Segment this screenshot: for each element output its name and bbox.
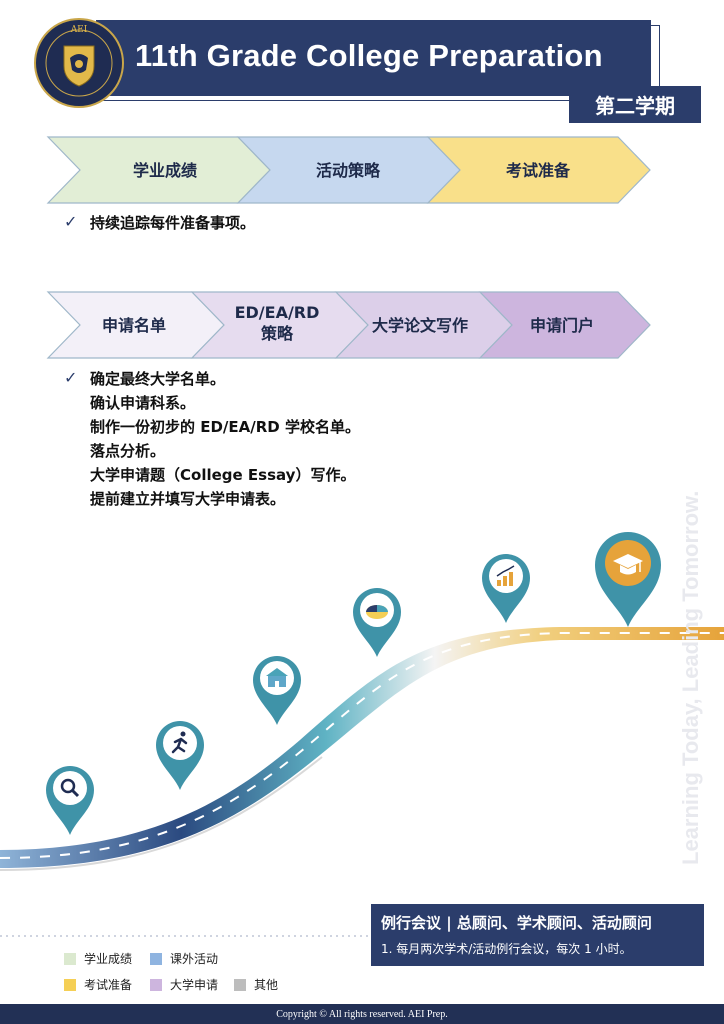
pin-pie-chart [353, 588, 401, 657]
meeting-note: 1. 每月两次学术/活动例行会议，每次 1 小时。 [381, 942, 632, 956]
step-label-portal: 申请门户 [529, 316, 594, 335]
legend-label: 大学申请 [170, 978, 219, 992]
step-label-activities: 活动策略 [315, 161, 380, 180]
step-label-academics: 学业成绩 [132, 161, 197, 180]
pie-chart-icon [366, 605, 388, 619]
step-label-essay: 大学论文写作 [371, 316, 468, 335]
pin-running [156, 721, 204, 790]
legend-swatch [64, 978, 76, 991]
watermark-text: Learning Today, Leading Tomorrow. [680, 491, 703, 865]
legend-item: 考试准备 [64, 976, 132, 993]
search-icon [60, 778, 76, 794]
legend-item: 大学申请 [150, 976, 218, 993]
check-icon: ✓ [64, 212, 78, 231]
step-label-app-list: 申请名单 [101, 316, 166, 335]
roadmap-road [0, 627, 724, 868]
row2-bullet: 提前建立并填写大学申请表。 [90, 490, 286, 508]
title-bar [96, 20, 651, 96]
logo-text: AEI [70, 25, 88, 35]
road-edge [0, 756, 323, 871]
legend-swatch [150, 952, 162, 965]
legend-swatch [64, 952, 76, 965]
row2-bullet: 制作一份初步的 ED/EA/RD 学校名单。 [90, 418, 360, 436]
semester-badge: 第二学期 [569, 86, 701, 123]
aei-logo: AEI [34, 18, 124, 108]
school-icon [266, 668, 288, 687]
bar-chart-icon [496, 565, 515, 586]
row2-bullet: 大学申请题（College Essay）写作。 [90, 466, 356, 484]
meeting-title: 例行会议 | 总顾问、学术顾问、活动顾问 [381, 914, 652, 932]
legend-item: 其他 [234, 976, 278, 993]
pin-school [253, 656, 301, 725]
pin-bar-chart [482, 554, 530, 623]
step-label-ed-ea-rd: ED/EA/RD 策略 [234, 303, 320, 343]
legend-item: 课外活动 [150, 950, 218, 967]
running-icon [171, 731, 188, 754]
legend-swatch [150, 978, 162, 991]
row2-bullet: 确认申请科系。 [90, 394, 196, 412]
watermark: Learning Today, Leading Tomorrow. [680, 491, 703, 865]
graduation-cap-icon [613, 554, 643, 575]
row2-bullet: 落点分析。 [90, 442, 166, 460]
check-icon: ✓ [64, 368, 78, 387]
step-label-testing: 考试准备 [505, 161, 570, 180]
legend-label: 考试准备 [84, 978, 133, 992]
legend-label: 课外活动 [170, 952, 219, 966]
pin-search [46, 766, 94, 835]
legend-label: 其他 [254, 978, 279, 992]
pin-graduation [595, 532, 661, 627]
footer-copyright: Copyright © All rights reserved. AEI Pre… [0, 1004, 724, 1024]
page-title: 11th Grade College Preparation [135, 38, 603, 73]
legend-label: 学业成绩 [84, 952, 133, 966]
row1-bullet: 持续追踪每件准备事项。 [90, 214, 256, 232]
road-center-line [0, 632, 724, 859]
row2-bullet: 确定最终大学名单。 [90, 370, 226, 388]
legend-item: 学业成绩 [64, 950, 132, 967]
meeting-box: 例行会议 | 总顾问、学术顾问、活动顾问 1. 每月两次学术/活动例行会议，每次… [371, 904, 704, 966]
legend-swatch [234, 978, 246, 991]
